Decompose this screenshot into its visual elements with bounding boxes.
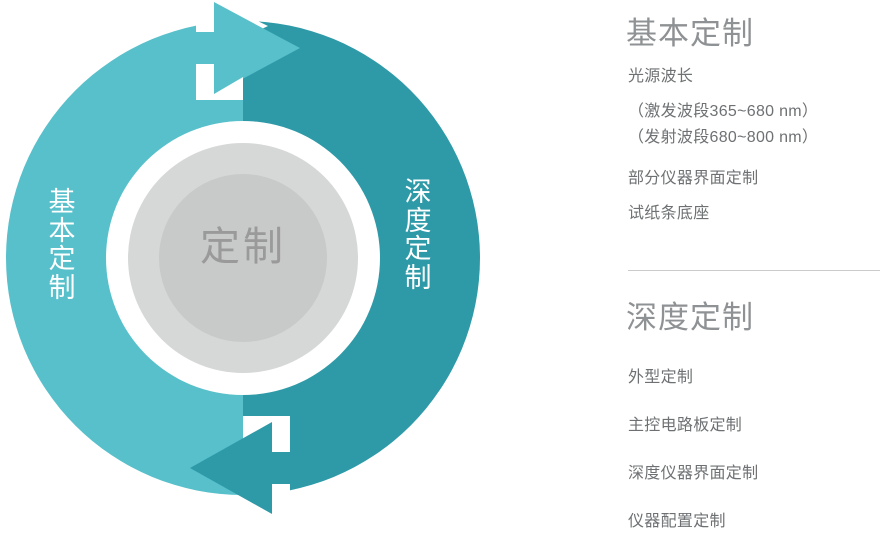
basic-section-heading: 基本定制	[626, 16, 754, 51]
deep-section-heading: 深度定制	[626, 300, 754, 335]
basic-section-list: 光源波长 （激发波段365~680 nm） （发射波段680~800 nm） 部…	[628, 62, 818, 234]
basic-line-excitation: （激发波段365~680 nm）	[628, 103, 819, 120]
deep-line-mcu-board: 主控电路板定制	[628, 417, 743, 434]
inner-disc	[159, 174, 327, 342]
segment-basic-label: 基本定制	[48, 187, 76, 303]
basic-line-emission: （发射波段680~800 nm）	[628, 129, 819, 146]
deep-line-instrument-config: 仪器配置定制	[628, 513, 726, 530]
arrow-head-top-visible	[196, 2, 296, 94]
arrow-head-bottom-visible	[190, 422, 290, 514]
cycle-center-label: 定制	[200, 225, 286, 269]
cycle-diagram-graphic	[6, 0, 480, 516]
deep-line-deep-ui: 深度仪器界面定制	[628, 465, 759, 482]
cycle-diagram: 基本定制 深度定制 定制	[6, 0, 480, 516]
deep-section-list: 外型定制 主控电路板定制 深度仪器界面定制 仪器配置定制	[628, 363, 758, 555]
basic-line-light-source: 光源波长	[628, 68, 694, 85]
segment-deep-label: 深度定制	[404, 177, 432, 293]
basic-line-partial-ui: 部分仪器界面定制	[628, 170, 759, 187]
basic-line-strip-base: 试纸条底座	[628, 205, 710, 222]
details-panel: 基本定制 光源波长 （激发波段365~680 nm） （发射波段680~800 …	[608, 0, 887, 530]
section-divider	[628, 270, 880, 271]
deep-line-appearance: 外型定制	[628, 369, 694, 386]
